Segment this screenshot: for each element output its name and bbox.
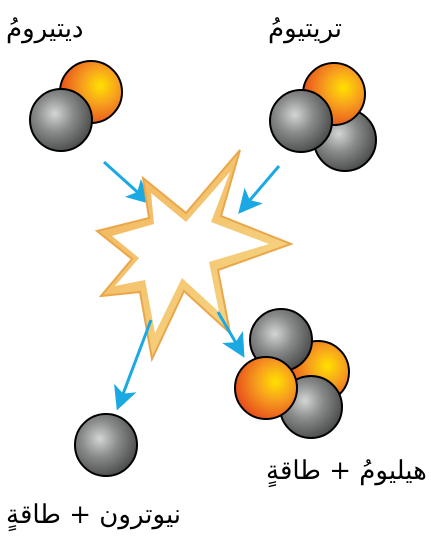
arrow-deuterium-in [102,160,151,205]
helium-energy-label: هيليومُ + طاقةٍ [266,456,427,486]
tritium-nucleus [269,62,377,172]
arrow-tritium-in [238,165,281,214]
tritium-label: تريتيومُ [268,14,343,44]
deuterium-nucleus [29,60,123,152]
neutron [269,89,333,153]
neutron-energy-label: نيوترون + طاقةٍ [6,500,182,530]
arrow-helium-out [216,311,245,358]
fusion-burst [94,149,294,363]
proton [234,356,298,420]
deuterium-label: ديتيرومُ [6,14,84,44]
helium-nucleus [234,308,350,439]
neutron [29,88,93,152]
free-neutron [74,413,138,477]
arrow-neutron-out [114,319,153,411]
